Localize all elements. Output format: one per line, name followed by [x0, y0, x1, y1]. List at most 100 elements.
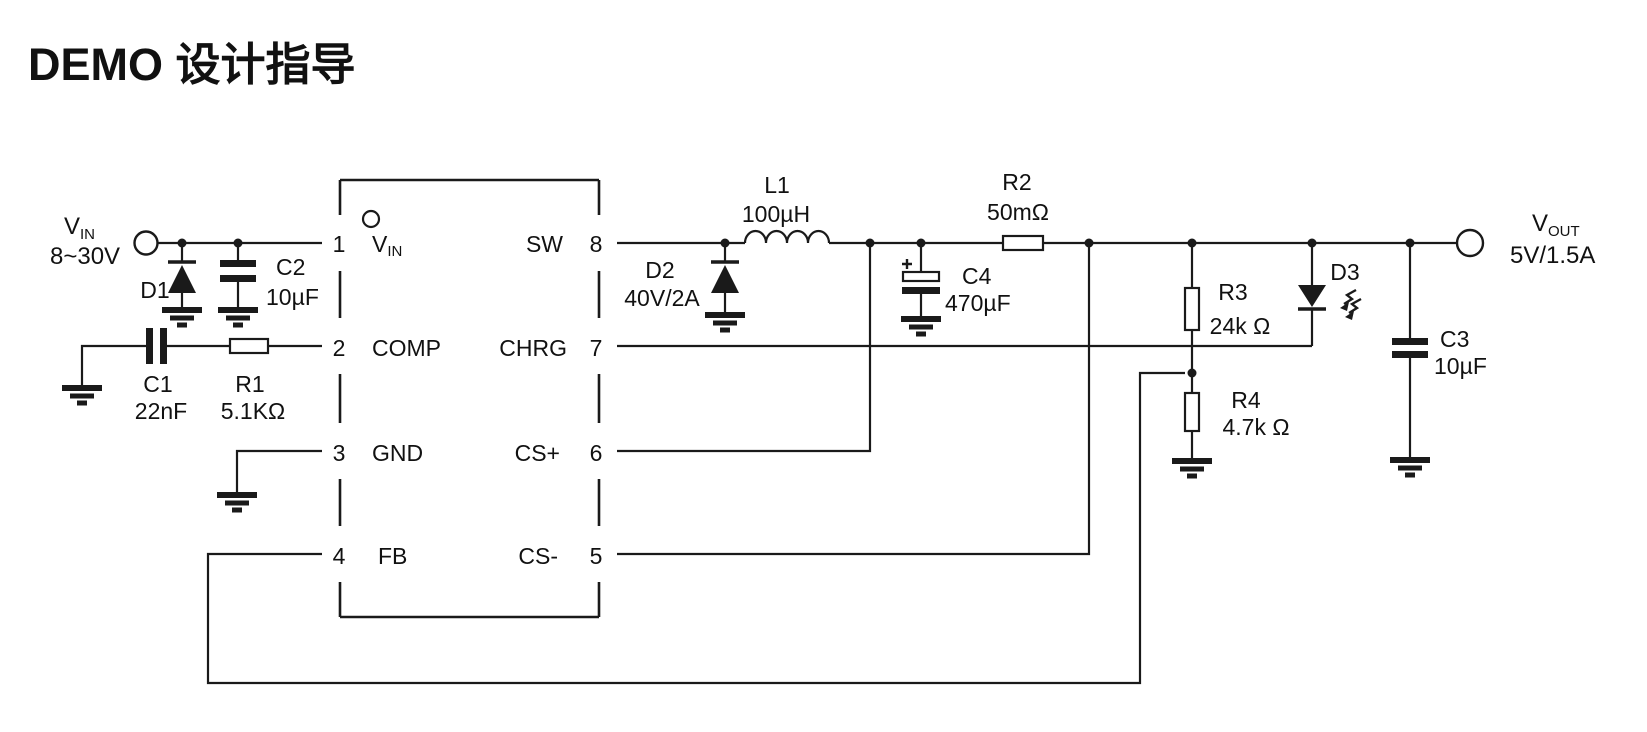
- c1-value: 22nF: [135, 398, 187, 424]
- pin-number-8: 8: [590, 231, 603, 257]
- ground-symbol: [705, 315, 745, 330]
- ground-symbol: [1172, 461, 1212, 476]
- pin-number-6: 6: [590, 440, 603, 466]
- vout-label: VOUT: [1532, 210, 1580, 240]
- d3-emission-arrowhead: [1345, 311, 1354, 320]
- junction-dot: [1307, 238, 1317, 248]
- vout-terminal-icon: [1455, 228, 1485, 258]
- component-c4: C4 470µF: [901, 243, 1011, 334]
- c2-plate-top: [220, 260, 256, 267]
- junction-dot: [720, 238, 730, 248]
- output-terminal: VOUT 5V/1.5A: [1455, 210, 1595, 269]
- component-d1: D1: [140, 243, 202, 325]
- d2-value: 40V/2A: [624, 285, 700, 311]
- r1-body: [228, 337, 270, 355]
- pin-number-2: 2: [333, 335, 346, 361]
- r1-ref: R1: [235, 371, 264, 397]
- ic-pins: 1 VIN 2 COMP 3 GND 4 FB 8 SW 7 CHRG 6 CS…: [333, 231, 603, 569]
- ground-symbol: [1390, 460, 1430, 475]
- d3-emission-arrowhead: [1340, 302, 1349, 311]
- l1-ref: L1: [764, 172, 790, 198]
- ic-outline: [338, 178, 601, 619]
- r3-body: [1183, 286, 1201, 332]
- junction-dot: [1405, 238, 1415, 248]
- junction-dot: [1187, 368, 1197, 378]
- gnd-pin-network: [217, 449, 322, 510]
- component-d3: D3: [1298, 243, 1362, 346]
- ground-symbol: [217, 495, 257, 510]
- pin-name-cs-minus: CS-: [518, 543, 558, 569]
- wire-feedback-loop: [206, 371, 1185, 685]
- pin-number-3: 3: [333, 440, 346, 466]
- r2-value: 50mΩ: [987, 199, 1049, 225]
- ground-symbol: [901, 319, 941, 334]
- component-c3: C3 10µF: [1390, 243, 1487, 475]
- r4-ref: R4: [1231, 387, 1261, 413]
- ground-symbol: [218, 310, 258, 325]
- page-title: DEMO 设计指导: [28, 39, 356, 90]
- c4-value: 470µF: [945, 290, 1011, 316]
- d1-diode-icon: [168, 265, 196, 293]
- l1-value: 100µH: [742, 201, 810, 227]
- wire-cs-plus: [617, 243, 872, 453]
- ground-symbol: [162, 310, 202, 325]
- pin1-indicator-icon: [361, 209, 381, 229]
- pin-number-5: 5: [590, 543, 603, 569]
- component-r2: R2 50mΩ: [987, 169, 1049, 252]
- pin-number-4: 4: [333, 543, 346, 569]
- r3-ref: R3: [1218, 279, 1247, 305]
- d3-emission-arrow-icon: [1343, 288, 1357, 306]
- d2-diode-icon: [711, 265, 739, 293]
- junction-dots: [177, 238, 1415, 378]
- junction-dot: [177, 238, 187, 248]
- c3-plate-top: [1392, 338, 1428, 345]
- r1-value: 5.1KΩ: [221, 398, 286, 424]
- component-d2: D2 40V/2A: [624, 243, 745, 330]
- r2-body: [1001, 234, 1045, 252]
- junction-dot: [1084, 238, 1094, 248]
- comp-network: C1 22nF R1 5.1KΩ: [62, 328, 322, 424]
- pin-name-comp: COMP: [372, 335, 441, 361]
- pin-name-gnd: GND: [372, 440, 423, 466]
- r4-body: [1183, 391, 1201, 433]
- c4-ref: C4: [962, 263, 992, 289]
- input-terminal: VIN 8~30V: [50, 213, 159, 270]
- c2-value: 10µF: [266, 284, 319, 310]
- wire-gnd-pin: [235, 449, 322, 492]
- c3-plate-bottom: [1392, 351, 1428, 358]
- wire-cs-minus: [617, 243, 1091, 556]
- c4-plus-sign: [902, 259, 912, 269]
- c1-ref: C1: [143, 371, 172, 397]
- component-r3-r4: R3 24k Ω R4 4.7k Ω: [1172, 243, 1290, 476]
- pin-number-1: 1: [333, 231, 346, 257]
- vin-terminal-icon: [133, 230, 159, 256]
- junction-dot: [865, 238, 875, 248]
- vout-spec: 5V/1.5A: [1510, 242, 1595, 269]
- pin-name-fb: FB: [378, 543, 407, 569]
- d3-led-icon: [1298, 285, 1326, 307]
- c1-plate-left: [146, 328, 153, 364]
- component-l1: L1 100µH: [742, 172, 831, 244]
- c3-value: 10µF: [1434, 353, 1487, 379]
- c4-plate-negative: [902, 287, 940, 294]
- c2-plate-bottom: [220, 275, 256, 282]
- pin-name-cs-plus: CS+: [515, 440, 560, 466]
- r4-value: 4.7k Ω: [1222, 414, 1289, 440]
- c2-ref: C2: [276, 254, 305, 280]
- junction-dot: [1187, 238, 1197, 248]
- pin-name-chrg: CHRG: [499, 335, 567, 361]
- d2-ref: D2: [645, 257, 674, 283]
- c1-plate-right: [160, 328, 167, 364]
- ground-symbol: [62, 388, 102, 403]
- pin-name-vin: VIN: [372, 231, 402, 260]
- junction-dot: [233, 238, 243, 248]
- vin-spec: 8~30V: [50, 243, 120, 270]
- l1-inductor-icon: [743, 229, 831, 244]
- wire-comp-left: [80, 344, 146, 385]
- pin-number-7: 7: [590, 335, 603, 361]
- component-c2: C2 10µF: [218, 243, 319, 325]
- pin-name-sw: SW: [526, 231, 563, 257]
- d1-ref: D1: [140, 277, 169, 303]
